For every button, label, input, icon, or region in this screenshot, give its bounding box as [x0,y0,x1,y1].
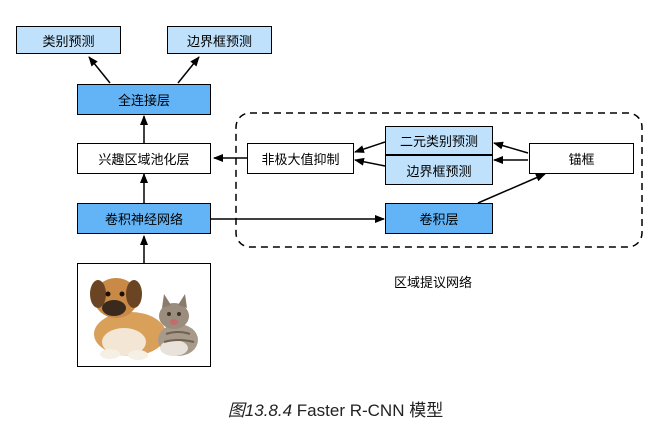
figure-caption: 图13.8.4 Faster R-CNN 模型 [0,396,671,421]
bbox-prediction-box: 边界框预测 [167,26,272,54]
bbox-prediction-label: 边界框预测 [186,34,252,50]
arrow-fc-to-bbox [177,56,200,84]
binary-class-prediction-box: 二元类别预测 [385,126,493,155]
figure-title: Faster R-CNN 模型 [296,401,444,420]
cnn-box: 卷积神经网络 [77,203,211,234]
nms-box: 非极大值抑制 [247,143,354,174]
class-prediction-box: 类别预测 [16,26,121,54]
roi-pooling-box: 兴趣区域池化层 [77,143,211,174]
fully-connected-layer-label: 全连接层 [117,94,170,109]
class-prediction-label: 类别预测 [42,34,95,50]
anchor-box-label: 锚框 [568,153,595,168]
conv-layer-label: 卷积层 [419,213,459,228]
conv-layer-box: 卷积层 [385,203,493,234]
arrow-binary-to-nms [354,141,386,153]
arrow-fc-to-class [88,56,111,84]
figure-number: 图13.8.4 [227,401,293,420]
arrow-conv-to-anchor [477,173,546,204]
nms-label: 非极大值抑制 [261,153,340,168]
rpn-label: 区域提议网络 [394,276,473,291]
binary-class-prediction-label: 二元类别预测 [399,135,478,150]
arrow-anchor-to-binary [493,141,529,154]
arrow-bbox-to-nms [354,157,386,167]
puppy-and-kitten-photo [77,263,211,367]
pets-illustration [90,278,198,360]
rpn-bbox-prediction-box: 边界框预测 [385,155,493,185]
cnn-label: 卷积神经网络 [104,213,183,228]
roi-pooling-label: 兴趣区域池化层 [98,153,190,168]
rpn-bbox-prediction-label: 边界框预测 [406,164,472,180]
anchor-box: 锚框 [529,143,634,174]
fully-connected-layer-box: 全连接层 [77,84,211,115]
